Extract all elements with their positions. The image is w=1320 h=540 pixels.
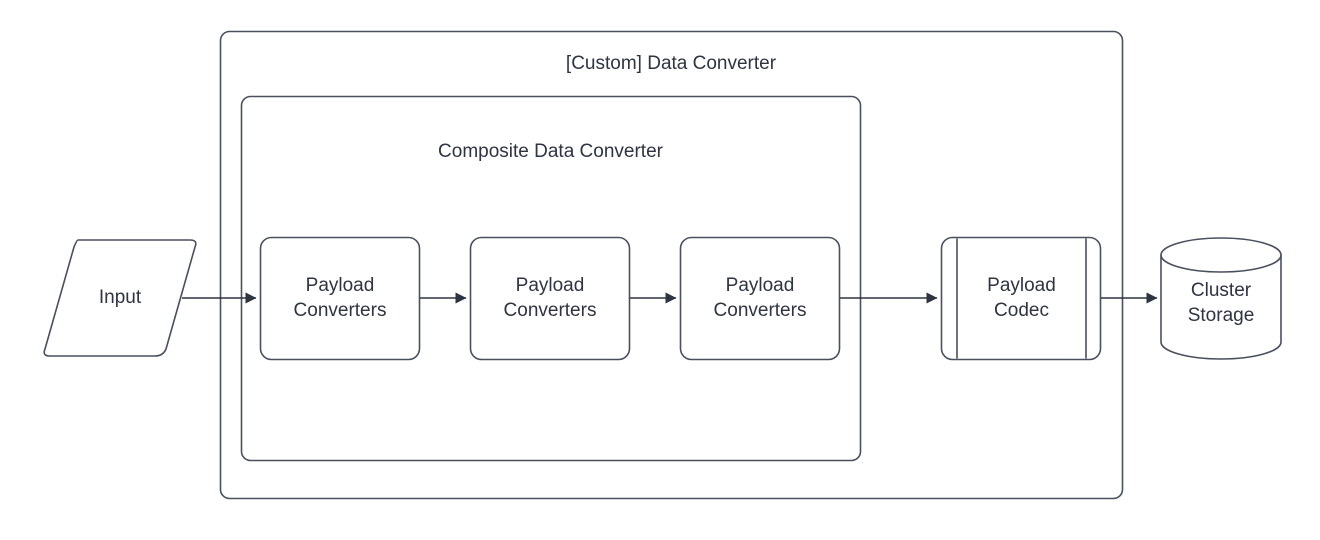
node-payload-converters-2-shape[interactable] [469,236,631,361]
node-input-label: Input [98,287,142,308]
node-payload-codec-shape[interactable] [940,236,1102,361]
node-input-shape[interactable] [43,239,197,357]
node-payload-converters-2-label: Payload Converters [503,275,597,321]
container-composite-data-converter [240,95,862,462]
container-composite-data-converter-label: Composite Data Converter [438,141,663,162]
container-custom-data-converter [219,30,1124,500]
node-cluster-storage-shape[interactable] [1160,237,1282,360]
node-payload-codec-label: Payload Codec [987,275,1056,321]
node-payload-converters-1-label: Payload Converters [293,275,387,321]
node-payload-converters-1-shape[interactable] [259,236,421,361]
node-payload-converters-3-label: Payload Converters [713,275,807,321]
container-custom-data-converter-label: [Custom] Data Converter [565,53,777,74]
node-payload-converters-3-shape[interactable] [679,236,841,361]
node-cluster-storage-label: Cluster Storage [1187,280,1255,326]
